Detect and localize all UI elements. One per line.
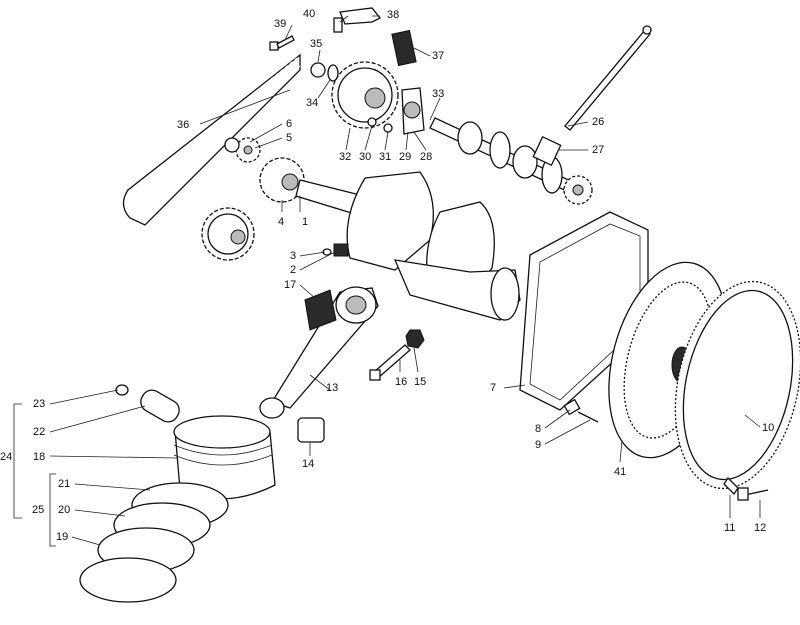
label-10: 10 xyxy=(762,422,775,434)
piston-rings xyxy=(79,482,229,603)
timing-chain xyxy=(122,53,301,226)
bolt-12 xyxy=(744,489,769,496)
label-17: 17 xyxy=(284,279,297,291)
piston-pin xyxy=(140,389,180,423)
label-24: 24 xyxy=(0,451,13,463)
label-7: 7 xyxy=(490,382,497,394)
bearing-2 xyxy=(333,243,349,257)
camshaft-sprocket xyxy=(331,61,399,129)
label-15: 15 xyxy=(414,376,427,388)
label-25: 25 xyxy=(32,504,45,516)
label-20: 20 xyxy=(58,504,71,516)
label-28: 28 xyxy=(420,151,433,163)
label-29: 29 xyxy=(399,151,412,163)
circlip xyxy=(115,384,129,396)
label-11: 11 xyxy=(724,522,736,534)
thrust-plate xyxy=(401,87,425,135)
chain-guide-bracket xyxy=(333,7,417,67)
washer-34 xyxy=(327,64,339,82)
label-39: 39 xyxy=(274,18,287,30)
label-38: 38 xyxy=(387,9,400,21)
label-21: 21 xyxy=(58,478,71,490)
nut-15 xyxy=(405,329,425,349)
label-30: 30 xyxy=(359,151,372,163)
washer-31 xyxy=(383,123,393,133)
camshaft xyxy=(429,117,593,205)
bolt-9 xyxy=(577,411,599,423)
label-41: 41 xyxy=(614,466,627,478)
label-19: 19 xyxy=(56,531,69,543)
pin-30 xyxy=(367,117,377,127)
label-14: 14 xyxy=(302,458,315,470)
loose-sprocket xyxy=(201,207,255,261)
label-40: 40 xyxy=(303,8,316,20)
label-26: 26 xyxy=(592,116,605,128)
label-32: 32 xyxy=(339,151,352,163)
crankshaft xyxy=(295,171,521,321)
bolt-head-12 xyxy=(737,487,749,501)
label-16: 16 xyxy=(395,376,408,388)
bushing-14 xyxy=(297,417,325,443)
label-8: 8 xyxy=(535,423,542,435)
label-5: 5 xyxy=(286,132,293,144)
washer-6 xyxy=(224,137,240,153)
label-13: 13 xyxy=(326,382,339,394)
ring-gear xyxy=(674,280,800,490)
small-sprocket-5 xyxy=(235,137,261,163)
label-18: 18 xyxy=(33,451,46,463)
label-37: 37 xyxy=(432,50,445,62)
washer-35 xyxy=(310,62,326,78)
label-31: 31 xyxy=(379,151,392,163)
piston xyxy=(173,415,276,500)
crank-sprocket xyxy=(259,157,305,203)
label-27: 27 xyxy=(592,144,605,156)
label-6: 6 xyxy=(286,118,293,130)
label-4: 4 xyxy=(278,216,285,228)
label-22: 22 xyxy=(33,426,46,438)
label-33: 33 xyxy=(432,88,445,100)
label-1: 1 xyxy=(302,216,309,228)
lockplate-11 xyxy=(723,476,739,496)
cam-follower xyxy=(532,135,562,167)
label-35: 35 xyxy=(310,38,323,50)
label-2: 2 xyxy=(290,264,297,276)
connecting-rod xyxy=(259,286,379,419)
bolt-head-16 xyxy=(369,369,381,381)
label-3: 3 xyxy=(290,250,297,262)
label-23: 23 xyxy=(33,398,46,410)
label-34: 34 xyxy=(306,97,319,109)
leader-lines xyxy=(13,15,761,547)
lockplate-8 xyxy=(563,398,581,416)
pushrod xyxy=(564,25,652,131)
label-36: 36 xyxy=(177,119,190,131)
bearing-shell-17 xyxy=(304,289,337,331)
label-12: 12 xyxy=(754,522,767,534)
bolt-39 xyxy=(269,35,295,51)
label-9: 9 xyxy=(535,439,542,451)
